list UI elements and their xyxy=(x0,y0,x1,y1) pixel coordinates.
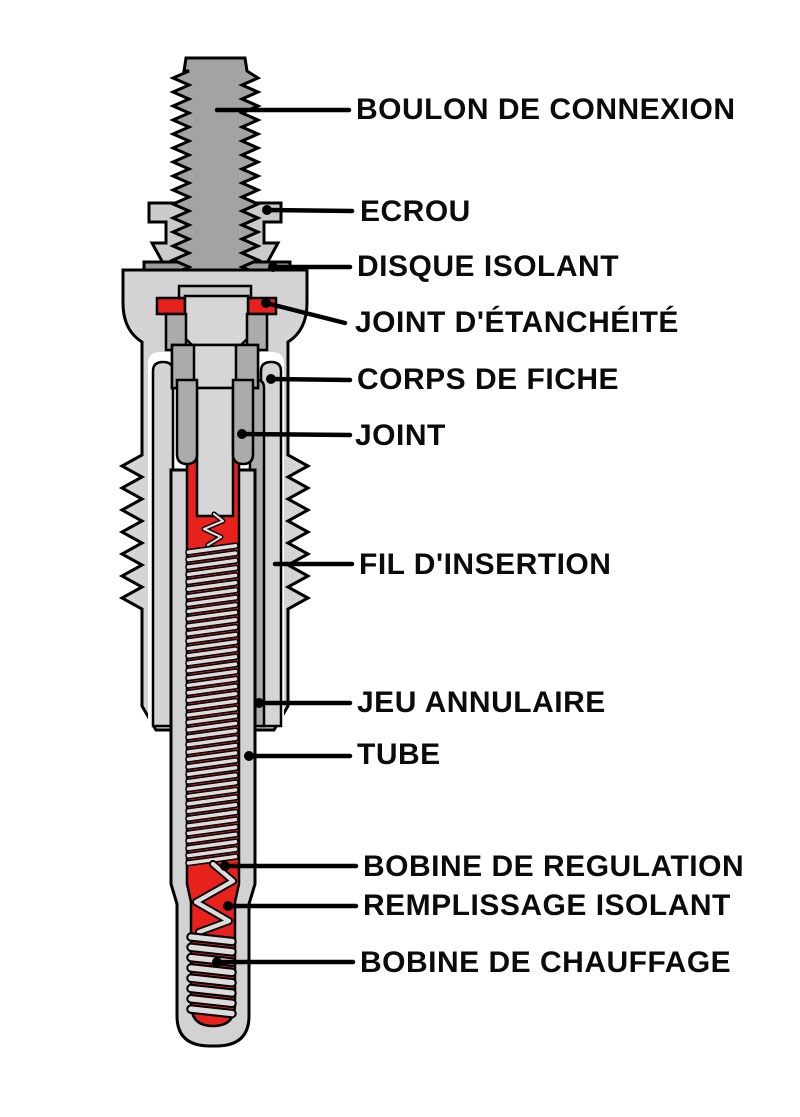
label-joint-etancheite: JOINT D'ÉTANCHÉITÉ xyxy=(355,306,679,339)
label-joint: JOINT xyxy=(355,419,446,452)
leader-dot-bobine-reg xyxy=(220,861,230,871)
leader-dot-ecrou xyxy=(262,205,272,215)
label-ecrou: ECROU xyxy=(360,195,471,228)
label-remplissage-isolant: REMPLISSAGE ISOLANT xyxy=(363,889,731,922)
leader-dot-remplissage xyxy=(223,901,233,911)
leader-dot-tube xyxy=(244,751,254,761)
label-bobine-regulation: BOBINE DE REGULATION xyxy=(363,850,745,883)
leader-dot-joint xyxy=(237,429,247,439)
electrode-shaft xyxy=(195,386,235,518)
label-disque-isolant: DISQUE ISOLANT xyxy=(357,250,620,283)
label-bobine-chauffage: BOBINE DE CHAUFFAGE xyxy=(360,946,732,979)
label-jeu-annulaire: JEU ANNULAIRE xyxy=(357,686,606,719)
leader-dot-jeu xyxy=(254,698,264,708)
leader-dot-corps xyxy=(266,374,276,384)
leader-dot-disque xyxy=(268,262,278,272)
sealing-joint-left xyxy=(155,296,187,316)
label-boulon-de-connexion: BOULON DE CONNEXION xyxy=(356,93,736,126)
label-corps-de-fiche: CORPS DE FICHE xyxy=(357,363,620,396)
leader-lines xyxy=(212,107,359,967)
label-fil-insertion: FIL D'INSERTION xyxy=(359,548,612,581)
electrode-upper-block xyxy=(183,294,250,347)
leader-dot-bobine-chauf xyxy=(212,957,222,967)
connection-bolt-shape xyxy=(168,56,262,298)
inner-joint-left xyxy=(175,378,199,466)
coil-windings xyxy=(185,511,239,1019)
label-tube: TUBE xyxy=(357,738,441,771)
inner-joint-right xyxy=(231,378,255,466)
body-finger-right xyxy=(259,360,283,728)
leader-dot-joint-etanch xyxy=(261,298,271,308)
